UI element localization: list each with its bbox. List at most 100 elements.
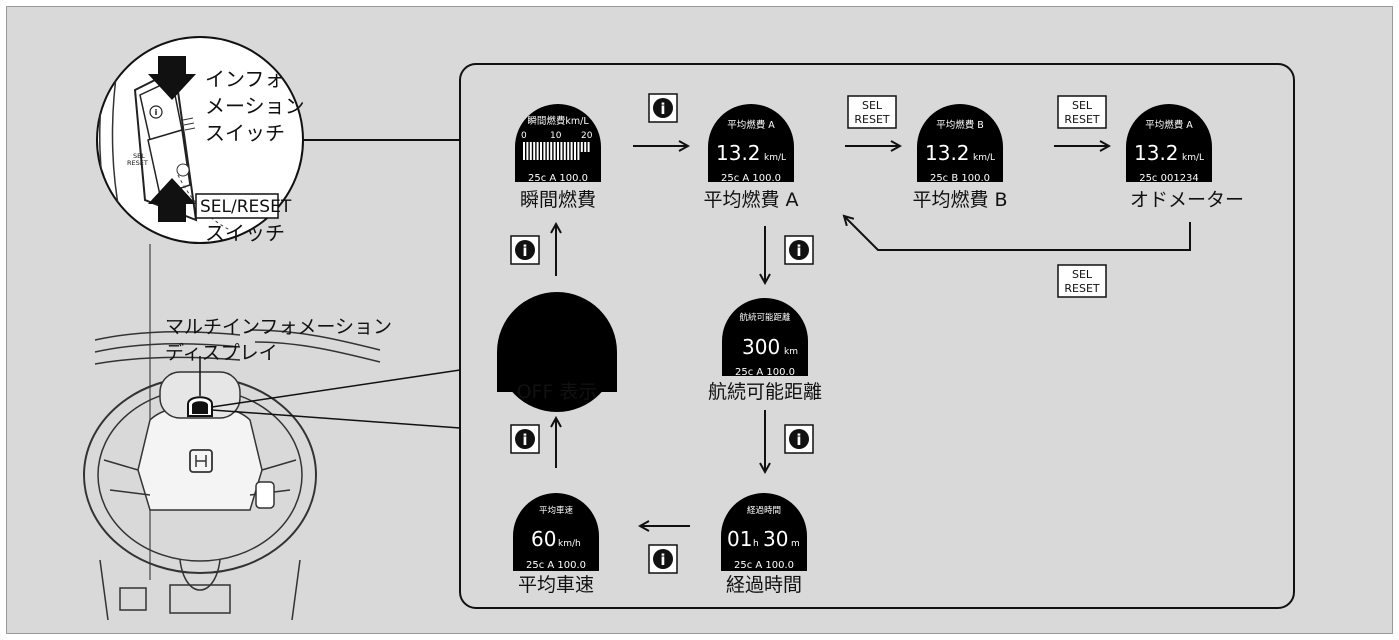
instant-bar-segment [560,142,563,160]
info-switch-label-3: スイッチ [205,121,285,145]
odo-unit: km/L [1182,153,1204,163]
elapsed-minutes: 30 [763,527,788,551]
info-button-badge-3: i [784,424,814,454]
switch-sel-text: SEL [133,152,145,160]
reset-text: RESET [1064,282,1100,295]
display-label-1: マルチインフォメーション [165,316,392,338]
avg-b-unit: km/L [973,153,995,163]
sel-text: SEL [1072,99,1093,112]
elapsed-minutes-unit: m [791,539,800,549]
elapsed-hours-unit: h [753,539,759,549]
label-avg-fuel-b: 平均燃費 B [912,189,1007,211]
instant-bar-segment [533,142,536,160]
screen-range: 航続可能距離 300 km 25c A 100.0 [722,298,808,378]
instant-bar-segment [587,142,590,152]
label-avg-speed: 平均車速 [518,574,594,596]
elapsed-footer: 25c A 100.0 [734,560,794,571]
info-button-badge-2: i [784,235,814,265]
screen-instant-fuel: 瞬間燃費km/L 0 10 20 25c A 100.0 [515,104,601,184]
avg-speed-header: 平均車速 [539,505,574,516]
avg-speed-unit: km/h [558,539,581,549]
instant-bar-segment [526,142,529,160]
avg-b-footer: 25c B 100.0 [930,173,990,184]
label-instant-fuel: 瞬間燃費 [520,189,596,211]
label-avg-fuel-a: 平均燃費 A [703,189,798,211]
elapsed-header: 経過時間 [747,505,781,516]
label-off: OFF 表示 [517,381,598,403]
info-icon: i [660,100,665,118]
instant-scale-10: 10 [550,131,562,141]
avg-speed-value: 60 [531,527,556,551]
avg-b-value: 13.2 [925,141,970,165]
info-icon [149,105,163,119]
screen-avg-fuel-a: 平均燃費 A 13.2 km/L 25c A 100.0 [708,104,794,184]
screen-avg-fuel-b: 平均燃費 B 13.2 km/L 25c B 100.0 [917,104,1003,184]
sel-text: SEL [1072,268,1093,281]
instant-header: 瞬間燃費km/L [527,115,589,127]
instant-bar-segment [567,142,570,160]
info-icon: i [522,242,527,260]
instant-bar-segment [529,142,532,160]
avg-a-header: 平均燃費 A [727,119,775,131]
display-modes-panel [459,63,1295,609]
info-button-badge-4: i [648,544,678,574]
steering-wheel [83,329,381,621]
instant-bar-segment [557,142,559,160]
elapsed-hours: 01 [727,527,752,551]
instant-bar-segment [553,142,556,160]
instant-scale-0: 0 [521,131,527,141]
info-button-badge-5: i [510,424,540,454]
odo-value: 13.2 [1134,141,1179,165]
down-arrow-icon [148,56,196,100]
switch-reset-text: RESET [127,159,148,167]
instant-bar-segment [543,142,546,160]
svg-text:i: i [155,108,158,117]
sel-reset-label-box [195,193,279,219]
sel-reset-badge-2: SEL RESET [1057,95,1107,129]
reset-text: RESET [854,113,890,126]
info-icon: i [660,551,665,569]
instant-bar-segment [580,142,583,152]
screen-odometer: 平均燃費 A 13.2 km/L 25c 001234 [1126,104,1212,184]
screen-off [497,292,617,412]
range-unit: km [784,347,798,357]
instant-footer: 25c A 100.0 [528,173,588,184]
label-odometer: オドメーター [1130,189,1244,211]
avg-speed-footer: 25c A 100.0 [526,560,586,571]
avg-a-footer: 25c A 100.0 [721,173,781,184]
info-button-badge-1: i [648,93,678,123]
instant-bar-segment [546,142,549,160]
instant-bar-segment [563,142,566,160]
instant-bar-segment [550,142,553,160]
odo-header: 平均燃費 A [1145,119,1193,131]
range-footer: 25c A 100.0 [735,367,795,378]
sel-reset-badge-1: SEL RESET [847,95,897,129]
instant-bar-segment [570,142,573,160]
arrow-odo-to-avg-a [844,216,1191,251]
instant-bar-segment [540,142,542,160]
avg-b-header: 平均燃費 B [936,119,984,131]
reset-text: RESET [1064,113,1100,126]
screen-elapsed-time: 経過時間 01 h 30 m 25c A 100.0 [721,493,807,571]
info-button-badge-6: i [510,235,540,265]
info-icon: i [796,431,801,449]
display-label-2: ディスプレイ [165,342,278,364]
switch-zoom: i SEL RESET インフォ メーション スイッチ SEL/RESET スイ… [96,36,305,245]
display-connector-bottom [211,409,461,429]
instant-bar-segment [523,142,525,160]
instant-bar-segment [577,142,580,160]
sel-reset-label: SEL/RESET [200,197,292,217]
info-icon: i [796,242,801,260]
display-connector-top [211,369,461,408]
info-icon: i [522,431,527,449]
info-switch-label-1: インフォ [205,67,284,91]
instant-bargraph [523,142,590,160]
sel-text: SEL [862,99,883,112]
up-arrow-icon [148,178,196,222]
avg-a-value: 13.2 [716,141,761,165]
instant-scale-20: 20 [581,131,593,141]
instant-bar-segment [574,142,576,160]
sel-reset-badge-3: SEL RESET [1057,264,1107,298]
odo-footer: 25c 001234 [1139,173,1199,184]
